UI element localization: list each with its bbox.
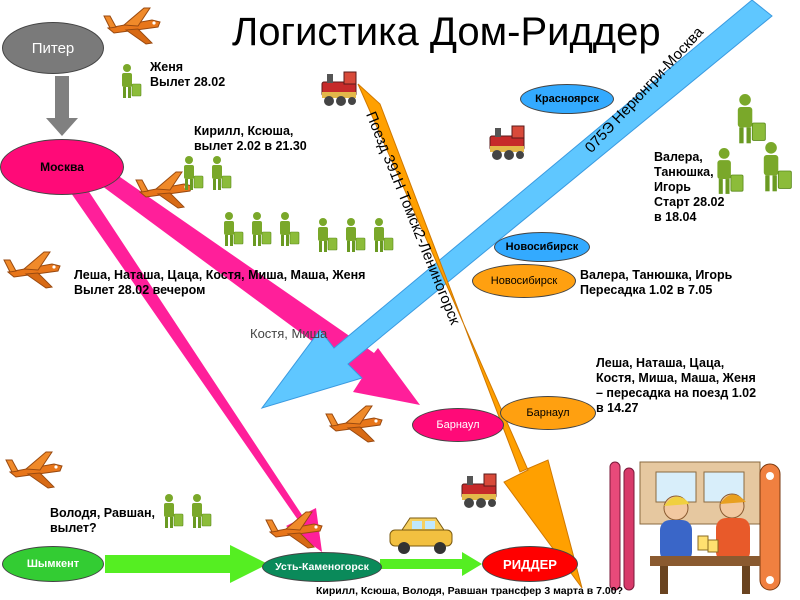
plane-icon bbox=[3, 251, 61, 289]
node-barnaul-pink: Барнаул bbox=[412, 408, 504, 442]
train-icon bbox=[489, 125, 525, 161]
traveler-icon bbox=[191, 493, 212, 529]
node-novosibirsk-blue: Новосибирск bbox=[494, 232, 590, 262]
node-shymkent: Шымкент bbox=[2, 546, 104, 582]
traveler-icon bbox=[163, 493, 184, 529]
traveler-icon bbox=[317, 217, 338, 253]
note-volodya-ravshan: Володя, Равшан,вылет? bbox=[50, 506, 155, 535]
node-novosibirsk-orange: Новосибирск bbox=[472, 264, 576, 298]
train-icon bbox=[321, 71, 357, 107]
note-group-transfer: Леша, Наташа, Цаца,Костя, Миша, Маша, Же… bbox=[596, 356, 757, 415]
arrow-train-orange bbox=[357, 83, 583, 589]
label-kostya-misha: Костя, Миша bbox=[250, 326, 328, 341]
traveler-icon bbox=[373, 217, 394, 253]
traveler-icon bbox=[121, 63, 142, 99]
skiers-illustration bbox=[609, 461, 781, 594]
plane-icon bbox=[325, 405, 383, 443]
node-piter: Питер bbox=[2, 22, 104, 74]
traveler-icon bbox=[763, 141, 792, 192]
traveler-icon bbox=[211, 155, 232, 191]
arrow-shymkent-ust bbox=[105, 545, 268, 583]
traveler-icon bbox=[223, 211, 244, 247]
train-icon bbox=[461, 473, 497, 509]
arrow-moskva-ust-kamenogorsk bbox=[62, 172, 322, 552]
traveler-icon bbox=[279, 211, 300, 247]
note-group-flight: Леша, Наташа, Цаца, Костя, Миша, Маша, Ж… bbox=[74, 268, 366, 297]
arrow-piter-moskva bbox=[46, 76, 78, 136]
node-moskva: Москва bbox=[0, 139, 124, 195]
node-barnaul-orange: Барнаул bbox=[500, 396, 596, 430]
node-krasnoyarsk: Красноярск bbox=[520, 84, 614, 114]
plane-icon bbox=[5, 451, 63, 489]
note-transfer: Кирилл, Ксюша, Володя, Равшан трансфер 3… bbox=[316, 585, 624, 597]
car-icon bbox=[389, 517, 453, 554]
plane-icon bbox=[103, 7, 161, 45]
page-title: Логистика Дом-Риддер bbox=[232, 10, 661, 54]
traveler-icon bbox=[345, 217, 366, 253]
traveler-icon bbox=[737, 93, 766, 144]
node-ust-kamenogorsk: Усть-Каменогорск bbox=[262, 552, 382, 582]
node-ridder: РИДДЕР bbox=[482, 546, 578, 582]
note-kirill-ksyusha: Кирилл, Ксюша,вылет 2.02 в 21.30 bbox=[194, 124, 307, 153]
traveler-icon bbox=[251, 211, 272, 247]
arrow-ust-ridder bbox=[380, 552, 482, 576]
traveler-icon bbox=[183, 155, 204, 191]
arrow-flight-blue bbox=[260, 0, 773, 409]
